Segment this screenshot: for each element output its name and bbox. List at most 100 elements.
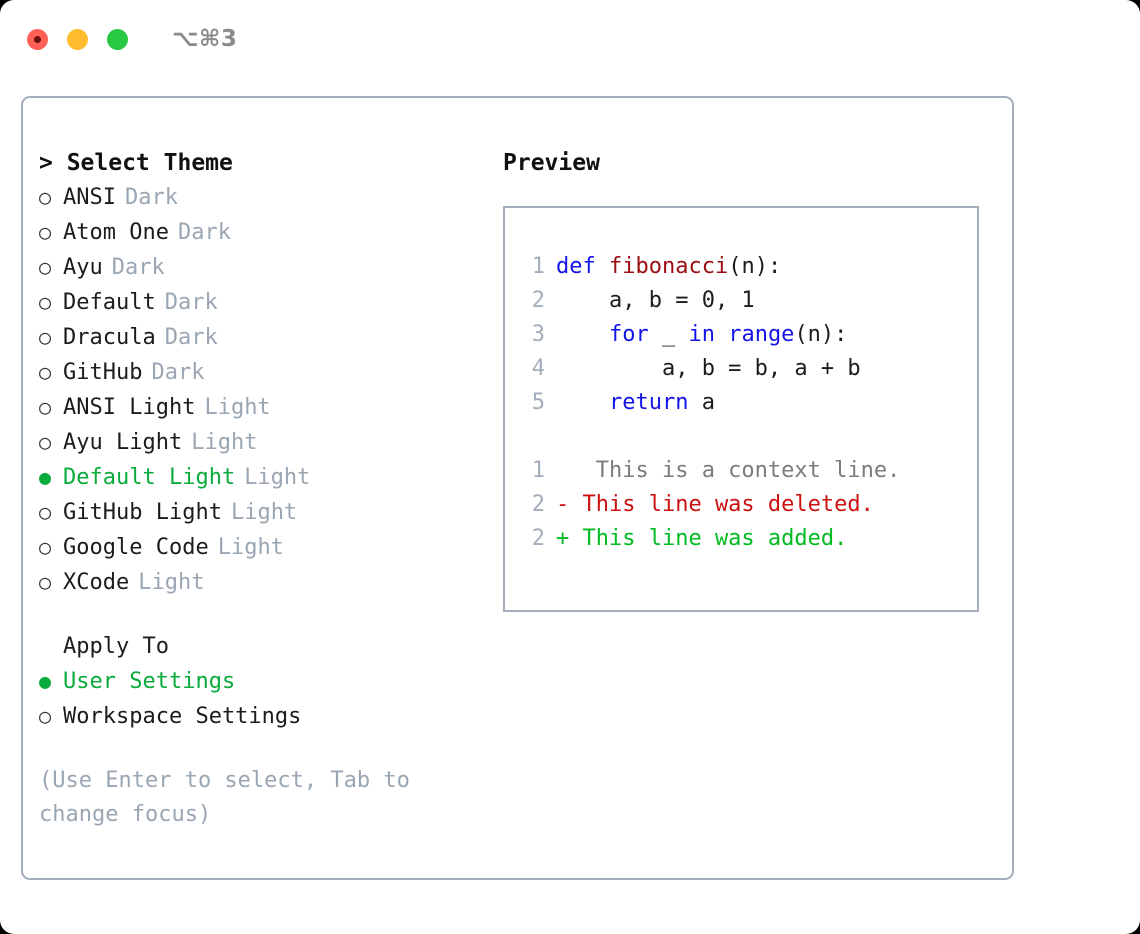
radio-selected-icon: ● xyxy=(39,669,52,693)
radio-unselected-icon: ○ xyxy=(39,535,52,559)
code-text: def fibonacci(n): xyxy=(556,250,781,284)
code-line: 1 def fibonacci(n): xyxy=(519,250,977,284)
apply-to-option[interactable]: ● User Settings xyxy=(39,664,499,699)
theme-category-tag: Light xyxy=(191,430,258,455)
radio-unselected-icon: ○ xyxy=(39,500,52,524)
radio-unselected-icon: ○ xyxy=(39,255,52,279)
radio-unselected-icon: ○ xyxy=(39,360,52,384)
radio-unselected-icon: ○ xyxy=(39,325,52,349)
theme-option[interactable]: ○ Atom One Dark xyxy=(39,215,499,250)
code-token: def xyxy=(556,254,609,279)
theme-category-tag: Dark xyxy=(164,325,218,350)
line-number: 2 xyxy=(531,288,545,313)
apply-to-label: Workspace Settings xyxy=(63,704,302,729)
theme-name: ANSI xyxy=(63,185,116,210)
radio-unselected-icon: ○ xyxy=(39,430,52,454)
line-number: 3 xyxy=(531,322,545,347)
theme-category-tag: Light xyxy=(230,500,298,525)
code-token: a, b = b, a + b xyxy=(556,356,861,381)
code-token: for xyxy=(556,322,662,347)
line-number: 2 xyxy=(531,492,545,517)
theme-name: Atom One xyxy=(63,220,169,245)
apply-to-label: User Settings xyxy=(63,669,236,694)
radio-unselected-icon: ○ xyxy=(39,185,52,209)
preview-title: Preview xyxy=(503,150,600,176)
theme-name: Ayu xyxy=(63,255,103,280)
code-line: 2 a, b = 0, 1 xyxy=(519,284,977,318)
diff-line: 2+ This line was added. xyxy=(519,522,977,556)
radio-unselected-icon: ○ xyxy=(39,704,52,728)
theme-name: GitHub xyxy=(63,360,143,385)
theme-name: Dracula xyxy=(63,325,156,350)
apply-to-list[interactable]: ● User Settings ○ Workspace Settings xyxy=(39,664,499,734)
minimize-icon[interactable] xyxy=(67,28,88,50)
theme-option[interactable]: ○ Default Dark xyxy=(39,285,499,320)
theme-category-tag: Dark xyxy=(151,360,205,385)
traffic-lights xyxy=(27,28,128,50)
diff-text: This is a context line. xyxy=(556,458,901,483)
code-token: return xyxy=(556,390,702,415)
theme-option[interactable]: ● Default Light Light xyxy=(39,460,499,495)
theme-category-tag: Light xyxy=(217,535,284,560)
theme-option[interactable]: ○ Ayu Dark xyxy=(39,250,499,285)
line-number: 4 xyxy=(531,356,545,381)
code-line: 4 a, b = b, a + b xyxy=(519,352,977,386)
theme-category-tag: Light xyxy=(244,465,311,490)
code-text: return a xyxy=(556,386,715,420)
radio-unselected-icon: ○ xyxy=(39,290,52,314)
code-line: 3 for _ in range(n): xyxy=(519,318,977,352)
code-text: for _ in range(n): xyxy=(556,318,847,352)
radio-unselected-icon: ○ xyxy=(39,395,52,419)
code-token: a xyxy=(701,390,715,415)
code-token: fibonacci xyxy=(608,254,729,279)
theme-category-tag: Light xyxy=(138,570,205,595)
apply-to-option[interactable]: ○ Workspace Settings xyxy=(39,699,499,734)
theme-name: Google Code xyxy=(63,535,209,560)
maximize-icon[interactable] xyxy=(107,28,128,50)
theme-category-tag: Dark xyxy=(164,290,218,315)
radio-selected-icon: ● xyxy=(39,465,52,489)
select-theme-header: > Select Theme xyxy=(39,150,233,176)
keyboard-shortcut-label: ⌥⌘3 xyxy=(172,26,238,52)
diff-line: 1 This is a context line. xyxy=(519,454,977,488)
diff-text: - This line was deleted. xyxy=(556,492,874,517)
line-number: 2 xyxy=(531,526,545,551)
theme-name: GitHub Light xyxy=(63,500,222,525)
code-token: in range xyxy=(688,322,795,347)
theme-name: Ayu Light xyxy=(63,430,183,455)
radio-unselected-icon: ○ xyxy=(39,220,52,244)
code-text: a, b = 0, 1 xyxy=(556,284,755,318)
close-icon[interactable] xyxy=(27,28,48,50)
theme-category-tag: Dark xyxy=(111,255,165,280)
keyboard-hint: (Use Enter to select, Tab to change focu… xyxy=(39,768,410,827)
code-line: 5 return a xyxy=(519,386,977,420)
code-text: a, b = b, a + b xyxy=(556,352,861,386)
code-token: (n): xyxy=(794,322,848,347)
theme-category-tag: Dark xyxy=(177,220,231,245)
diff-sample: 1 This is a context line. 2 - This line wa… xyxy=(519,454,977,556)
theme-option[interactable]: ○ GitHub Light Light xyxy=(39,495,499,530)
diff-line: 2 - This line was deleted. xyxy=(519,488,977,522)
theme-option[interactable]: ○ Google Code Light xyxy=(39,530,499,565)
line-number: 5 xyxy=(531,390,545,415)
title-bar: ⌥⌘3 xyxy=(0,0,1140,78)
theme-option[interactable]: ○ GitHub Dark xyxy=(39,355,499,390)
theme-option[interactable]: ○ Dracula Dark xyxy=(39,320,499,355)
radio-unselected-icon: ○ xyxy=(39,570,52,594)
theme-name: Default Light xyxy=(63,465,236,490)
line-number: 1 xyxy=(531,458,545,483)
theme-option[interactable]: ○ Ayu Light Light xyxy=(39,425,499,460)
line-number: 1 xyxy=(531,254,545,279)
theme-name: Default xyxy=(63,290,156,315)
code-token: a, b = 0, 1 xyxy=(556,288,755,313)
